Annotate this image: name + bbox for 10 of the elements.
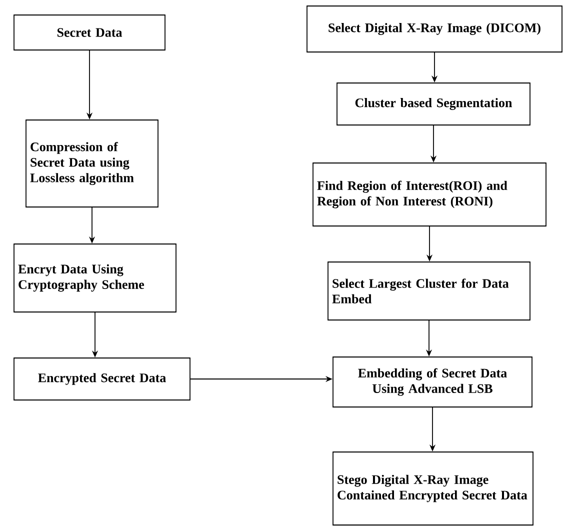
- process-box: Find Region of Interest(ROI) and Region of Non Interest (RONI): [312, 162, 546, 226]
- process-box: Secret Data: [14, 14, 166, 50]
- process-box: Stego Digital X-Ray Image Contained Encrypted Secret Data: [332, 452, 534, 526]
- process-box: Encryt Data Using Cryptography Scheme: [14, 244, 176, 312]
- process-box: Encrypted Secret Data: [14, 358, 190, 400]
- process-box: Compression of Secret Data using Lossless algorithm: [26, 120, 158, 208]
- process-box: Select Largest Cluster for Data Embed: [328, 262, 530, 320]
- process-box: Cluster based Segmentation: [336, 82, 530, 126]
- process-box: Embedding of Secret Data Using Advanced LSB: [332, 356, 532, 408]
- process-box: Select Digital X-Ray Image (DICOM): [306, 6, 562, 52]
